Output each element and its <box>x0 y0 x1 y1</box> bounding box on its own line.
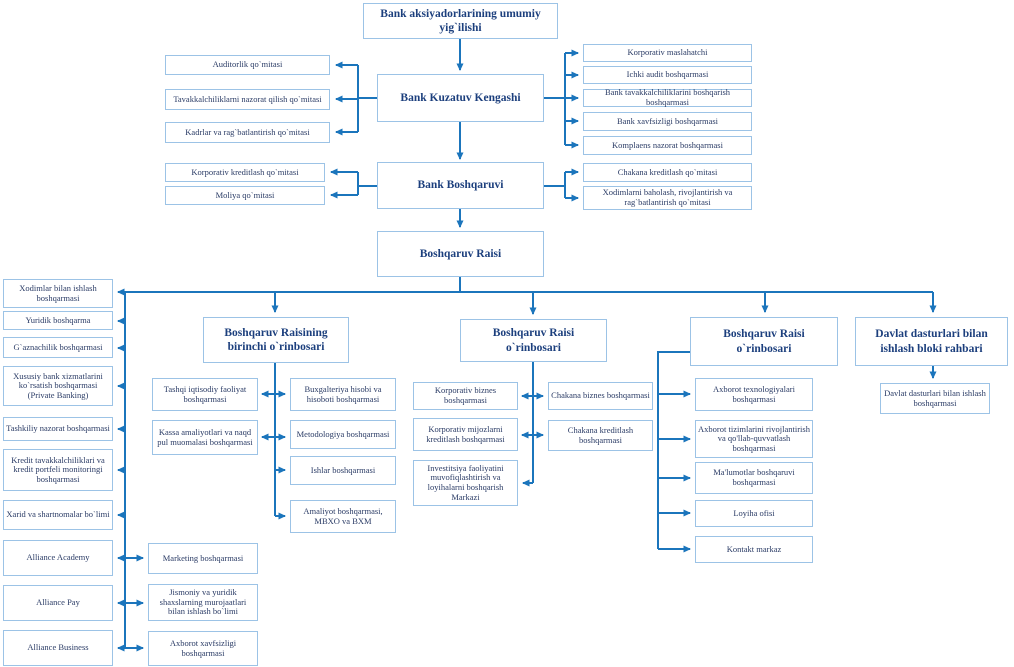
node-legal-department: Yuridik boshqarma <box>3 311 113 330</box>
node-compliance-control: Komplaens nazorat boshqarmasi <box>583 136 752 155</box>
left-trunk-connectors <box>117 292 144 652</box>
node-supervisory-board: Bank Kuzatuv Kengashi <box>377 74 544 122</box>
node-hr-department: Xodimlar bilan ishlash boshqarmasi <box>3 279 113 308</box>
node-operations-mbxo-bxm: Amaliyot boshqarmasi, MBXO va BXM <box>290 500 396 533</box>
node-organizational-control: Tashkiliy nazorat boshqarmasi <box>3 417 113 441</box>
node-project-office: Loyiha ofisi <box>695 500 813 527</box>
node-investment-project-center: Investitsiya faoliyatini muvofiqlashtiri… <box>413 460 518 506</box>
node-accounting-reporting: Buxgalteriya hisobi va hisoboti boshqarm… <box>290 378 396 411</box>
node-affairs-department: Ishlar boshqarmasi <box>290 456 396 485</box>
node-finance-committee: Moliya qo`mitasi <box>165 186 325 205</box>
node-audit-committee: Auditorlik qo`mitasi <box>165 55 330 75</box>
node-corporate-business: Korporativ biznes boshqarmasi <box>413 382 518 410</box>
deputy1-connectors <box>261 363 286 520</box>
node-marketing: Marketing boshqarmasi <box>148 543 258 574</box>
node-hr-incentive-committee: Kadrlar va rag`batlantirish qo`mitasi <box>165 122 330 143</box>
node-internal-audit: Ichki audit boshqarmasi <box>583 66 752 84</box>
node-risk-control-committee: Tavakkalchiliklarni nazorat qilish qo`mi… <box>165 89 330 110</box>
node-alliance-pay: Alliance Pay <box>3 585 113 621</box>
node-alliance-academy: Alliance Academy <box>3 540 113 576</box>
node-alliance-business: Alliance Business <box>3 630 113 666</box>
node-methodology: Metodologiya boshqarmasi <box>290 420 396 449</box>
node-corporate-credit-committee: Korporativ kreditlash qo`mitasi <box>165 163 325 182</box>
node-bank-security: Bank xavfsizligi boshqarmasi <box>583 112 752 131</box>
node-cash-operations: Kassa amaliyotlari va naqd pul muomalasi… <box>152 420 258 455</box>
node-deputy-chairman-1: Boshqaruv Raisi o`rinbosari <box>460 319 607 362</box>
kengash-boshqaruv-branch-connectors <box>330 49 579 202</box>
node-state-programs-block-head: Davlat dasturlari bilan ishlash bloki ra… <box>855 317 1008 366</box>
deputy2-connectors <box>521 362 544 487</box>
node-citizens-appeals: Jismoniy va yuridik shaxslarning murojaa… <box>148 584 258 621</box>
node-retail-lending: Chakana kreditlash boshqarmasi <box>548 420 653 451</box>
deputy3-connectors <box>657 351 691 553</box>
node-treasury-department: G`aznachilik boshqarmasi <box>3 337 113 358</box>
node-corporate-consultant: Korporativ maslahatchi <box>583 44 752 62</box>
node-data-management: Ma'lumotlar boshqaruvi boshqarmasi <box>695 462 813 494</box>
node-staff-evaluation-committee: Xodimlarni baholash, rivojlantirish va r… <box>583 186 752 210</box>
spine-connectors <box>117 39 937 379</box>
node-information-security: Axborot xavfsizligi boshqarmasi <box>148 631 258 666</box>
node-foreign-economic-activity: Tashqi iqtisodiy faoliyat boshqarmasi <box>152 378 258 411</box>
node-procurement-contracts: Xarid va shartnomalar bo`limi <box>3 500 113 530</box>
node-deputy-chairman-2: Boshqaruv Raisi o`rinbosari <box>690 317 838 366</box>
node-private-banking-department: Xususiy bank xizmatlarini ko`rsatish bos… <box>3 366 113 406</box>
node-credit-risk-monitoring: Kredit tavakkalchiliklari va kredit port… <box>3 449 113 491</box>
node-bank-risk-management: Bank tavakkalchiliklarini boshqarish bos… <box>583 88 752 107</box>
node-it-systems-development: Axborot tizimlarini rivojlantirish va qo… <box>695 420 813 458</box>
node-management-board: Bank Boshqaruvi <box>377 162 544 209</box>
node-chairman: Boshqaruv Raisi <box>377 231 544 277</box>
node-first-deputy-chairman: Boshqaruv Raisining birinchi o`rinbosari <box>203 317 349 363</box>
node-it-department: Axborot texnologiyalari boshqarmasi <box>695 378 813 411</box>
node-state-programs-department: Davlat dasturlari bilan ishlash boshqarm… <box>880 383 990 414</box>
node-shareholders-meeting: Bank aksiyadorlarining umumiy yig`ilishi <box>363 3 558 39</box>
node-corporate-lending: Korporativ mijozlarni kreditlash boshqar… <box>413 418 518 451</box>
node-retail-credit-committee: Chakana kreditlash qo`mitasi <box>583 163 752 182</box>
node-retail-business: Chakana biznes boshqarmasi <box>548 382 653 410</box>
node-contact-center: Kontakt markaz <box>695 536 813 563</box>
